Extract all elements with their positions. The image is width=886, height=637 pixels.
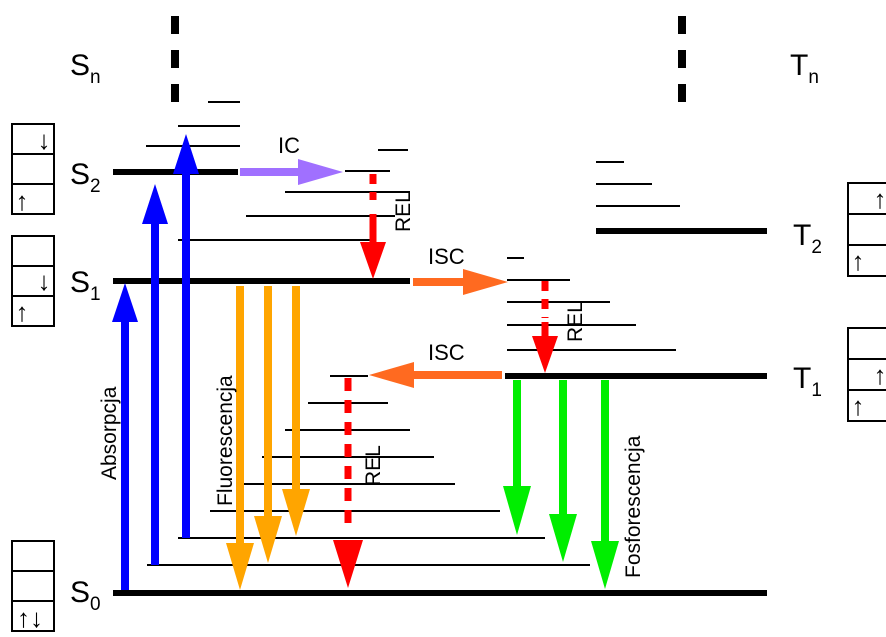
phosphorescence-arrows [503, 380, 619, 589]
orbital-box [11, 295, 55, 327]
orbital-box [11, 570, 55, 602]
spin-arrows: ↓ ↑ ↓ ↑ ↑↓ ↑ ↑ ↑ ↑ [16, 125, 886, 633]
orbital-box [847, 389, 886, 422]
fluorescence-arrowhead [226, 543, 254, 590]
orbital-box [847, 213, 886, 246]
label-s2: S2 [70, 158, 101, 197]
phosphorescence-arrowhead [591, 541, 619, 589]
label-rel-t: REL [564, 301, 587, 342]
spin-up-arrow: ↑ [16, 297, 29, 327]
isc-arrows [369, 269, 508, 388]
label-isc-back: ISC [428, 340, 465, 365]
spin-up-arrow: ↑ [874, 184, 886, 214]
spin-up-arrow: ↑ [874, 360, 886, 390]
absorption-arrowhead [142, 184, 168, 224]
label-ic: IC [278, 133, 300, 158]
ic-arrow [240, 159, 343, 185]
label-isc-forward: ISC [428, 244, 465, 269]
orbital-box [11, 183, 55, 215]
orbital-box [11, 265, 55, 297]
isc-forward-arrowhead [463, 269, 508, 295]
spin-up-arrow: ↑ [852, 391, 865, 421]
spin-down-arrow: ↓ [38, 125, 51, 155]
label-s0: S0 [70, 576, 101, 615]
label-absorption: Absorpcja [98, 386, 121, 480]
fluorescence-arrows [226, 286, 310, 590]
label-phosphorescence: Fosforescencja [622, 435, 645, 578]
fluorescence-arrowhead [254, 516, 282, 563]
label-tn: Tn [790, 49, 819, 88]
spin-up-arrow: ↑ [852, 246, 865, 276]
relaxation-arrowhead [333, 540, 363, 588]
orbital-box [11, 540, 55, 572]
label-fluorescence: Fluorescencja [214, 375, 237, 506]
relaxation-arrowhead [532, 336, 558, 373]
label-rel-s1: REL [362, 445, 385, 486]
absorption-arrowhead [112, 283, 138, 322]
label-t2: T2 [793, 219, 822, 258]
state-labels: Sn S2 S1 S0 Tn T2 T1 [70, 49, 822, 615]
orbital-box [847, 327, 886, 360]
orbital-box [847, 358, 886, 391]
isc-back-arrowhead [369, 362, 414, 388]
ic-arrowhead [298, 159, 343, 185]
main-levels [113, 169, 767, 596]
orbital-box [11, 600, 55, 632]
label-rel-s2: REL [392, 191, 415, 232]
higher-level-markers [171, 16, 686, 110]
spin-up-arrow: ↑ [16, 186, 29, 216]
absorption-arrowhead [173, 134, 199, 174]
orbital-box [11, 153, 55, 185]
spin-down-arrow: ↓ [38, 266, 51, 296]
orbital-box [847, 244, 886, 277]
process-labels: IC ISC ISC Absorpcja Fluorescencja Fosfo… [98, 133, 645, 578]
spin-boxes [11, 123, 886, 632]
label-s1: S1 [70, 266, 101, 305]
relaxation-arrows [333, 174, 558, 588]
orbital-box [11, 235, 55, 267]
relaxation-arrowhead [360, 242, 386, 279]
label-t1: T1 [793, 362, 822, 401]
phosphorescence-arrowhead [503, 486, 531, 535]
fluorescence-arrowhead [282, 489, 310, 536]
label-sn: Sn [70, 49, 101, 88]
absorption-arrows [112, 134, 199, 590]
phosphorescence-arrowhead [549, 514, 577, 562]
spin-pair-arrows: ↑↓ [17, 603, 43, 633]
